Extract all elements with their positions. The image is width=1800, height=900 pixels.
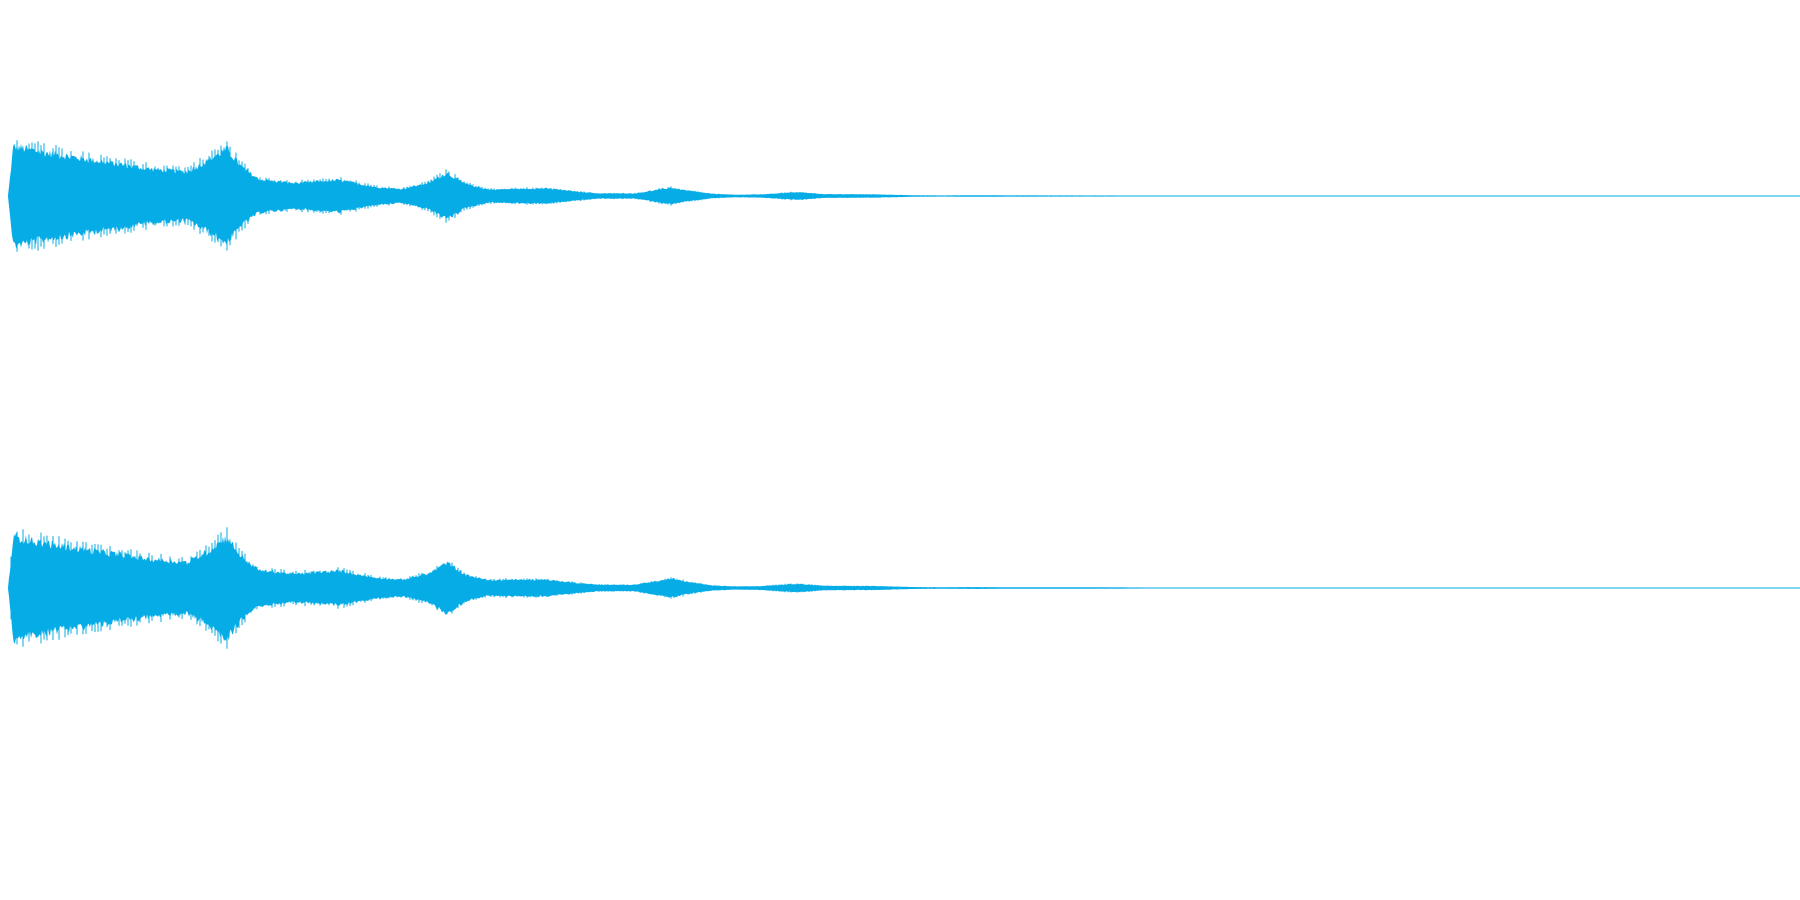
- channel-1-waveform: [8, 140, 1800, 252]
- channel-1-envelope: [8, 143, 1800, 249]
- channel-2-waveform: [8, 527, 1800, 649]
- channel-2-envelope: [8, 533, 1800, 644]
